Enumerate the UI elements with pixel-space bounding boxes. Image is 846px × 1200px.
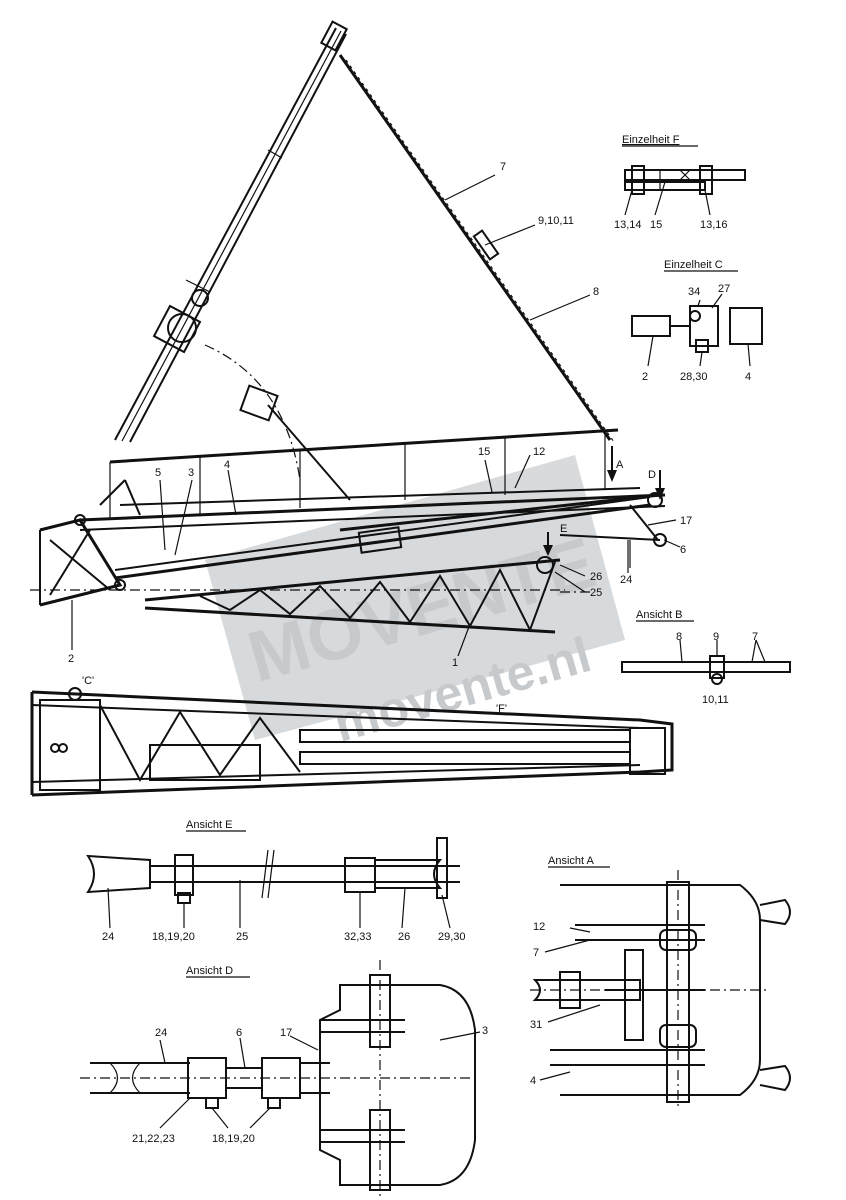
- view-d-callout-18-19-20: 18,19,20: [212, 1133, 255, 1145]
- callout-7: 7: [500, 161, 506, 173]
- callout-12: 12: [533, 446, 545, 458]
- view-b-callout-7: 7: [752, 631, 758, 643]
- view-e-callout-29-30: 29,30: [438, 931, 466, 943]
- callout-5: 5: [155, 467, 161, 479]
- detail-c-callout-4: 4: [745, 371, 751, 383]
- callout-15: 15: [478, 446, 490, 458]
- detail-f-callout-13-16: 13,16: [700, 219, 728, 231]
- view-e-callout-32-33: 32,33: [344, 931, 372, 943]
- view-a-title: Ansicht A: [548, 855, 595, 867]
- view-d: Ansicht D 24 6 17 3 21,22,23 18,19,2: [80, 960, 488, 1200]
- callout-3: 3: [188, 467, 194, 479]
- view-b-callout-10-11: 10,11: [702, 694, 729, 706]
- view-b-callout-8: 8: [676, 631, 682, 643]
- detail-c: Einzelheit C 34 27 2 28,30 4: [631, 259, 763, 383]
- view-e-callout-26: 26: [398, 931, 410, 943]
- detail-c-callout-34: 34: [688, 286, 700, 298]
- view-a-callout-7: 7: [533, 947, 539, 959]
- view-a-callout-12: 12: [533, 921, 545, 933]
- view-d-callout-21-22-23: 21,22,23: [132, 1133, 175, 1145]
- railing: [109, 428, 619, 520]
- view-d-callout-17: 17: [280, 1027, 292, 1039]
- marker-a: A: [616, 459, 624, 471]
- view-e: Ansicht E 24 18,19,20 25 32,33 26 29,30: [86, 819, 466, 943]
- view-d-callout-3: 3: [482, 1025, 488, 1037]
- main-side-view: 7 9,10,11 8 15 12 5 3 4 17 6 26 25 24 2 …: [30, 20, 692, 669]
- view-b: Ansicht B 8 9 7 10,11: [621, 609, 791, 706]
- view-d-callout-6: 6: [236, 1027, 242, 1039]
- detail-f-title: Einzelheit F: [622, 134, 680, 146]
- view-d-callout-24: 24: [155, 1027, 167, 1039]
- view-e-callout-25: 25: [236, 931, 248, 943]
- detail-c-callout-2: 2: [642, 371, 648, 383]
- callout-17: 17: [680, 515, 692, 527]
- callout-26: 26: [590, 571, 602, 583]
- detail-c-callout-27: 27: [718, 283, 730, 295]
- a-frame-base: [39, 479, 141, 607]
- detail-f-callout-13-14: 13,14: [614, 219, 642, 231]
- callout-24: 24: [620, 574, 632, 586]
- pendant-rope-7: [338, 54, 612, 441]
- marker-c: 'C': [82, 675, 94, 687]
- view-a: Ansicht A 12 7 31 4: [530, 855, 791, 1110]
- marker-f: 'F': [496, 703, 507, 715]
- view-b-callout-9: 9: [713, 631, 719, 643]
- callout-9-10-11: 9,10,11: [538, 215, 574, 227]
- view-e-callout-18-19-20: 18,19,20: [152, 931, 195, 943]
- plan-view: 'C' 'F': [30, 675, 674, 797]
- view-e-callout-24: 24: [102, 931, 114, 943]
- detail-f-callout-15: 15: [650, 219, 662, 231]
- detail-f: Einzelheit F 13,14 15 13,16: [614, 134, 746, 231]
- detail-c-callout-28-30: 28,30: [680, 371, 708, 383]
- callout-1: 1: [452, 657, 458, 669]
- view-e-title: Ansicht E: [186, 819, 232, 831]
- raised-jib: [114, 20, 349, 443]
- view-a-callout-4: 4: [530, 1075, 536, 1087]
- callout-2: 2: [68, 653, 74, 665]
- callout-8: 8: [593, 286, 599, 298]
- detail-c-title: Einzelheit C: [664, 259, 723, 271]
- callout-6: 6: [680, 544, 686, 556]
- swing-arc: [204, 344, 301, 481]
- callout-4: 4: [224, 459, 230, 471]
- marker-d: D: [648, 469, 656, 481]
- view-d-title: Ansicht D: [186, 965, 233, 977]
- marker-e: E: [560, 523, 567, 535]
- callout-25: 25: [590, 587, 602, 599]
- view-a-callout-31: 31: [530, 1019, 542, 1031]
- view-b-title: Ansicht B: [636, 609, 682, 621]
